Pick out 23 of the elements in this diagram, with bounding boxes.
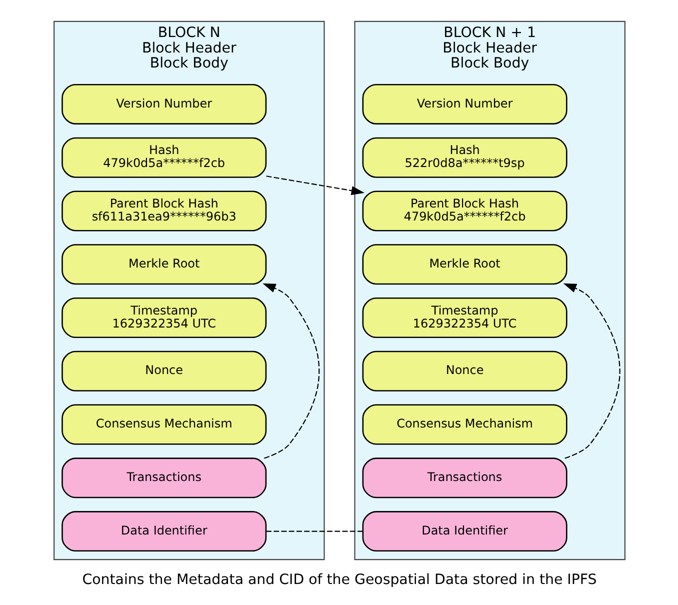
arrow — [562, 283, 620, 459]
node-box: Transactions — [362, 458, 567, 498]
connector — [266, 530, 362, 532]
caption: Contains the Metadata and CID of the Geospatial Data stored in the IPFS — [82, 572, 596, 588]
node-box: Parent Block Hash 479k0d5a******f2cb — [362, 190, 567, 232]
node-box: Hash 522r0d8a******t9sp — [362, 137, 567, 178]
node-box: Version Number — [61, 84, 266, 124]
node-box: Nonce — [362, 350, 567, 392]
node-box: Timestamp 1629322354 UTC — [61, 297, 266, 338]
node-box: Consensus Mechanism — [362, 404, 567, 445]
node-box: Merkle Root — [362, 244, 567, 285]
node-box: Data Identifier — [61, 511, 266, 552]
arrow — [262, 283, 320, 459]
arrow — [266, 176, 364, 196]
node-box: Transactions — [61, 458, 266, 498]
node-box: Timestamp 1629322354 UTC — [362, 297, 567, 338]
node-box: Consensus Mechanism — [61, 404, 266, 445]
node-box: Merkle Root — [61, 244, 266, 285]
node-box: Nonce — [61, 350, 266, 392]
node-box: Version Number — [362, 84, 567, 124]
node-box: Hash 479k0d5a******f2cb — [61, 137, 266, 178]
node-box: Data Identifier — [362, 511, 567, 552]
node-box: Parent Block Hash sf611a31ea9******96b3 — [61, 190, 266, 232]
